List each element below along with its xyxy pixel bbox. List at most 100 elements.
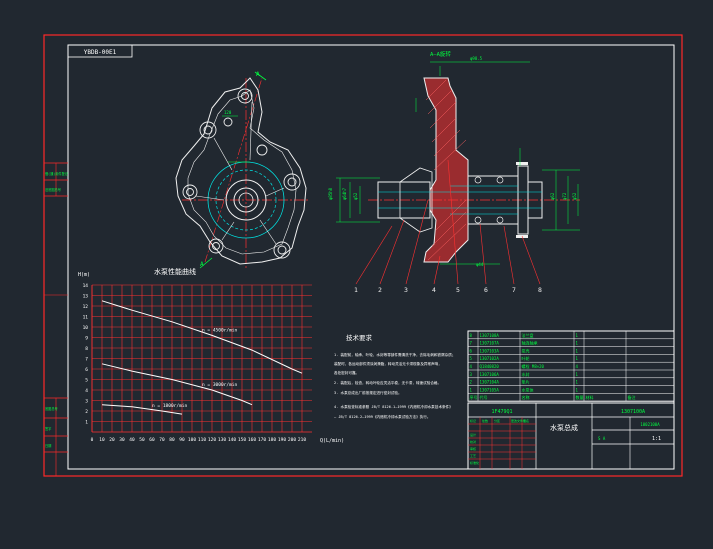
x-tick-label: 20	[109, 437, 115, 443]
y-tick-label: 2	[85, 409, 88, 415]
title-cell: 标记	[470, 418, 476, 423]
bom-header: 序号	[470, 394, 478, 400]
tech-line: 各处密封可靠。	[334, 370, 359, 375]
bom-cell: Q1840820	[480, 364, 500, 369]
chart-ylabel: H(m)	[78, 272, 90, 278]
y-tick-label: 11	[83, 315, 89, 321]
bom-frame	[467, 330, 675, 402]
tech-heading: 技术要求	[346, 333, 373, 342]
bom-header: 材料	[586, 394, 594, 400]
x-tick-label: 160	[248, 437, 256, 443]
bom-cell: 叶轮	[522, 355, 530, 361]
bom-cell: 泵壳	[522, 347, 530, 353]
x-tick-label: 180	[268, 437, 276, 443]
x-tick-label: 40	[129, 437, 135, 443]
bom-cell: 1307105A	[480, 387, 500, 392]
bom-header: 备注	[628, 394, 636, 400]
bom-cell: 4	[576, 364, 579, 369]
bom-cell: 法兰盘	[522, 332, 534, 338]
x-tick-label: 150	[238, 437, 246, 443]
tech-line: 2. 装配后，检查，转动叶轮应灵活平稳，无卡滞，转速试验合格。	[334, 380, 441, 385]
title-cell: 分区	[494, 418, 500, 423]
scale: 1:1	[652, 436, 661, 442]
y-tick-label: 9	[85, 336, 88, 342]
y-tick-label: 13	[83, 294, 89, 300]
bom-cell: 2	[470, 380, 473, 385]
bom-header: 名称	[522, 394, 530, 400]
bom-cell: 8	[470, 333, 473, 338]
sidebar-label: 日期	[45, 443, 51, 448]
x-tick-label: 140	[228, 437, 236, 443]
x-tick-label: 30	[119, 437, 125, 443]
y-tick-label: 7	[85, 357, 88, 363]
series-label-2: n = 3000r/min	[202, 382, 238, 388]
part-code: 1F479Q1	[491, 409, 512, 415]
y-tick-label: 1	[85, 420, 88, 426]
dim-label: φ62	[550, 192, 555, 200]
dim-label: φ52	[353, 192, 358, 200]
title-block: 标记 处数 分区 更改文件号 签名 设计 校对 审核 工艺 标准化 1F479Q…	[467, 402, 675, 470]
dim-label: φ72	[562, 192, 567, 200]
inner-frame	[67, 44, 675, 470]
tech-line: 3. 水泵总成出厂前按规定进行密封试验。	[334, 390, 402, 395]
sidebar-label: 旧底图总号	[45, 187, 61, 192]
section-mark: A	[256, 71, 260, 78]
dim-label: φ85h8	[328, 187, 333, 200]
dim-label: φ44	[476, 262, 484, 267]
y-tick-label: 3	[85, 399, 88, 405]
x-tick-label: 170	[258, 437, 266, 443]
outer-border	[43, 34, 683, 477]
sheet-code: S A	[598, 436, 606, 441]
x-tick-label: 130	[218, 437, 226, 443]
series-label-1: n = 4500r/min	[202, 327, 238, 333]
x-tick-label: 110	[198, 437, 206, 443]
bom-cell: 1	[470, 387, 473, 392]
y-tick-label: 4	[85, 388, 88, 394]
bom-cell: 螺栓 M8×20	[522, 363, 545, 369]
bom-cell: 4	[470, 364, 473, 369]
bom-cell: 3	[470, 372, 473, 377]
bom-header: 代号	[480, 394, 488, 400]
series-line-3	[101, 404, 183, 415]
dim-label: 120	[224, 110, 232, 115]
title-cell: 标准化	[470, 460, 479, 465]
bom-cell: 垫片	[522, 379, 530, 385]
chart-lines	[101, 300, 303, 415]
y-tick-label: 12	[83, 304, 89, 310]
bom-cell: 5	[470, 356, 473, 361]
title-cell: 工艺	[470, 453, 476, 458]
chart-title: 水泵性能曲线	[154, 267, 196, 276]
chart-xlabel: Q(L/min)	[320, 438, 344, 444]
bom-cell: 1307102A	[480, 356, 500, 361]
bom-cell: 1307104A	[480, 380, 500, 385]
drawing-number: 1307100A	[621, 409, 645, 415]
tech-requirements: 技术要求 1. 装配前，轴承、叶轮、水封等零部件需清洗干净，去除毛刺和铁屑杂质；…	[334, 333, 456, 419]
bom-cell: 1307106A	[480, 372, 500, 377]
x-tick-label: 120	[208, 437, 216, 443]
balloon-5: 5	[456, 286, 460, 294]
material-code: 1002100A	[640, 422, 660, 427]
x-tick-label: 10	[99, 437, 105, 443]
series-line-2	[101, 363, 253, 406]
sidebar-label: 底图总号	[45, 406, 58, 411]
balloon-6: 6	[484, 286, 488, 294]
balloon-2: 2	[378, 286, 382, 294]
bom-header: 数量	[576, 394, 584, 400]
bom-cell: 水泵体	[522, 386, 534, 392]
x-tick-label: 200	[288, 437, 296, 443]
x-tick-label: 70	[159, 437, 165, 443]
balloon-4: 4	[432, 286, 436, 294]
balloon-8: 8	[538, 286, 542, 294]
x-tick-label: 0	[91, 437, 94, 443]
x-tick-label: 90	[179, 437, 185, 443]
title-cell: 校对	[470, 439, 476, 444]
x-tick-label: 80	[169, 437, 175, 443]
chart-grid	[91, 284, 312, 433]
y-tick-label: 6	[85, 367, 88, 373]
bom-cell: 1307103A	[480, 348, 500, 353]
section-view: A—A旋转 φ98.5	[328, 50, 580, 294]
x-tick-label: 100	[188, 437, 196, 443]
